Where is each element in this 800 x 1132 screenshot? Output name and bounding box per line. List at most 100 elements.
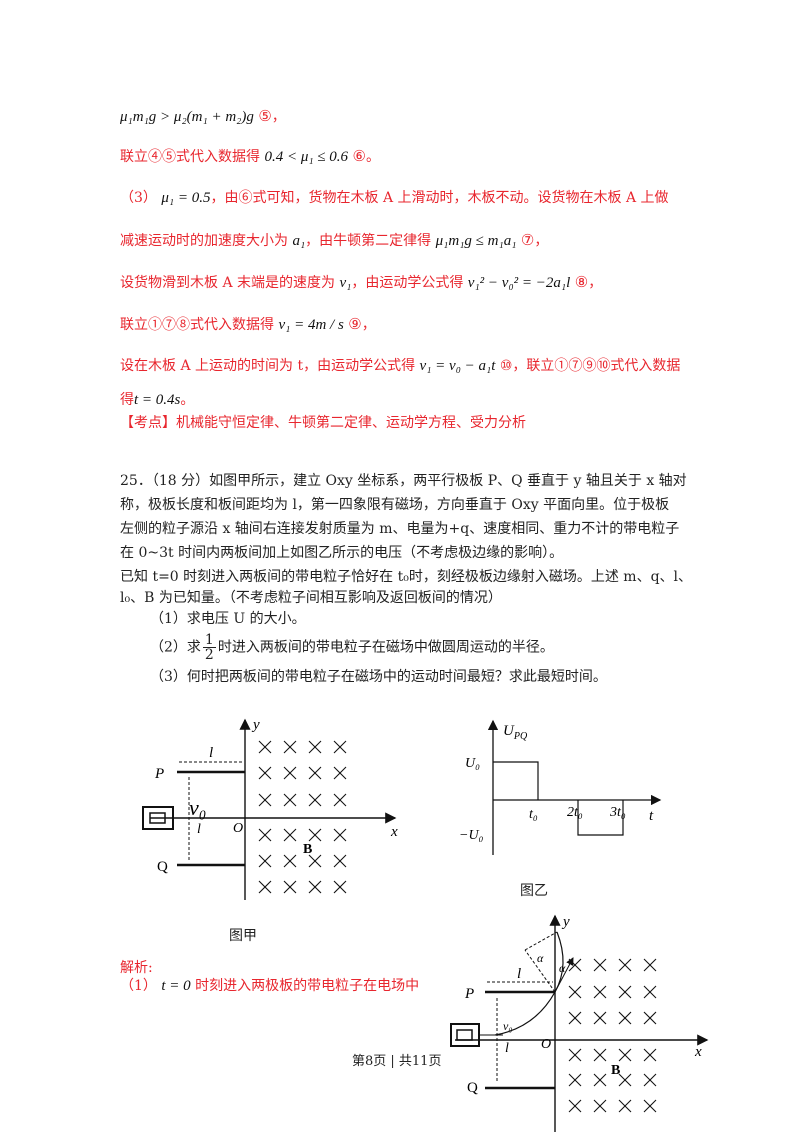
solution-line-5: 设货物滑到木板 A 末端是的速度为 v₁，由运动学公式得 v₁² − v₀² =… <box>120 273 603 291</box>
velocity-arrow <box>554 957 574 993</box>
plate-q-label: Q <box>467 1080 478 1096</box>
field-cross <box>258 740 272 754</box>
plate-p-label: P <box>464 986 474 1002</box>
field-cross <box>333 828 347 842</box>
origin-label: O <box>233 821 243 836</box>
inequality-math: μ₁m₁g > μ₂(m₁ + m₂)g <box>120 109 254 125</box>
page-footer: 第8页 | 共11页 <box>352 1050 444 1069</box>
solution-line-3: （3） μ₁ = 0.5，由⑥式可知，货物在木板 A 上滑动时，木板不动。设货物… <box>120 190 669 206</box>
field-cross <box>308 740 322 754</box>
field-cross <box>283 880 297 894</box>
problem-25-line-1: 25．（18 分）如图甲所示，建立 Oxy 坐标系，两平行极板 P、Q 垂直于 … <box>120 473 687 489</box>
trajectory-in-field <box>494 991 556 1036</box>
jiexi-line-1: （1） t = 0 时刻进入两极板的带电粒子在电场中 <box>120 978 420 994</box>
field-cross <box>258 828 272 842</box>
alpha-label-1: α <box>537 951 544 965</box>
particle-source-icon <box>450 1023 480 1047</box>
field-cross <box>568 1099 582 1113</box>
field-cross <box>643 985 657 999</box>
pulse-positive <box>493 761 539 800</box>
field-cross <box>618 985 632 999</box>
x-label: x <box>694 1044 702 1060</box>
plate-p-label: P <box>154 766 164 782</box>
length-label-top: l <box>517 966 521 982</box>
field-cross <box>308 880 322 894</box>
origin-label: O <box>541 1037 551 1052</box>
sub-question-1: （1）求电压 U 的大小。 <box>150 611 306 627</box>
upq-label: UPQ <box>503 723 528 742</box>
figure-solution: y x O P Q l l v₀ α α B <box>450 914 709 1132</box>
magnetic-field-crosses <box>568 958 657 1113</box>
field-cross <box>643 958 657 972</box>
field-cross <box>308 766 322 780</box>
b-field-label: B <box>303 842 312 857</box>
field-cross <box>283 828 297 842</box>
sub-question-3: （3）何时把两板间的带电粒子在磁场中的运动时间最短？求此最短时间。 <box>150 669 607 685</box>
t-axis-label: t <box>649 808 654 824</box>
field-cross <box>568 1073 582 1087</box>
field-cross <box>568 1011 582 1025</box>
solution-line-7: 设在木板 A 上运动的时间为 t，由运动学公式得 v₁ = v₀ − a₁t ⑩… <box>120 358 681 374</box>
field-cross <box>333 793 347 807</box>
y-label: y <box>251 717 260 733</box>
field-cross <box>283 793 297 807</box>
plate-q-label: Q <box>157 859 168 875</box>
jiexi-title: 解析: <box>120 960 153 976</box>
field-cross <box>618 1048 632 1062</box>
length-label-side: l <box>197 822 201 837</box>
solution-line-2: 联立④⑤式代入数据得 0.4 < μ₁ ≤ 0.6 ⑥。 <box>120 147 380 165</box>
field-cross <box>333 740 347 754</box>
problem-25-line-6: l₀、B 为已知量。（不考虑粒子间相互影响及返回板间的情况） <box>120 590 502 606</box>
figure-jia: y x O P Q l l v₀ B <box>142 717 398 900</box>
field-cross <box>618 1011 632 1025</box>
u0-label: U₀ <box>465 756 480 771</box>
2t0-tick-label: 2t₀ <box>567 805 583 820</box>
field-cross <box>643 1011 657 1025</box>
field-cross <box>643 1048 657 1062</box>
length-label-top: l <box>209 745 213 761</box>
solution-line-6: 联立①⑦⑧式代入数据得 v₁ = 4m / s ⑨， <box>120 315 376 333</box>
field-cross <box>333 880 347 894</box>
problem-25-line-2: 称，极板长度和板间距均为 l，第一四象限有磁场，方向垂直于 Oxy 平面向里。位… <box>120 497 670 513</box>
figure-yi-caption: 图乙 <box>520 883 548 899</box>
problem-25-line-5: 已知 t=0 时刻进入两板间的带电粒子恰好在 t₀时，刻经极板边缘射入磁场。上述… <box>120 569 693 585</box>
field-cross <box>308 828 322 842</box>
x-label: x <box>390 824 398 840</box>
kaodian-line: 【考点】机械能守恒定律、牛顿第二定律、运动学方程、受力分析 <box>120 415 526 431</box>
magnetic-field-crosses <box>258 740 347 894</box>
problem-25-line-4: 在 0~3t 时间内两板间加上如图乙所示的电压（不考虑极边缘的影响）。 <box>120 545 564 561</box>
y-label: y <box>561 914 570 930</box>
equation-mark: ⑤ <box>258 107 272 125</box>
b-field-label: B <box>611 1063 620 1078</box>
field-cross <box>308 793 322 807</box>
field-cross <box>568 985 582 999</box>
field-cross <box>258 880 272 894</box>
field-cross <box>258 793 272 807</box>
solution-line-4: 减速运动时的加速度大小为 a₁，由牛顿第二定律得 μ₁m₁g ≤ m₁a₁ ⑦， <box>120 231 549 249</box>
field-cross <box>618 958 632 972</box>
solution-line-1: μ₁m₁g > μ₂(m₁ + m₂)g ⑤， <box>120 107 286 125</box>
field-cross <box>593 1099 607 1113</box>
field-cross <box>258 854 272 868</box>
t0-tick-label: t₀ <box>529 807 538 822</box>
field-cross <box>333 766 347 780</box>
alpha-label-2: α <box>559 961 566 975</box>
v0-label: v₀ <box>503 1019 513 1033</box>
field-cross <box>283 766 297 780</box>
field-cross <box>643 1099 657 1113</box>
radius-line <box>524 949 556 993</box>
field-cross <box>618 1099 632 1113</box>
field-cross <box>283 740 297 754</box>
problem-25-line-3: 左侧的粒子源沿 x 轴间右连接发射质量为 m、电量为+q、速度相同、重力不计的带… <box>120 521 680 537</box>
solution-line-8: 得t = 0.4s。 <box>120 392 195 408</box>
neg-u0-label: −U₀ <box>459 828 484 843</box>
field-cross <box>593 1048 607 1062</box>
field-cross <box>593 985 607 999</box>
field-cross <box>283 854 297 868</box>
field-cross <box>643 1073 657 1087</box>
field-cross <box>618 1073 632 1087</box>
field-cross <box>593 958 607 972</box>
field-cross <box>593 1011 607 1025</box>
figure-jia-caption: 图甲 <box>229 928 257 944</box>
